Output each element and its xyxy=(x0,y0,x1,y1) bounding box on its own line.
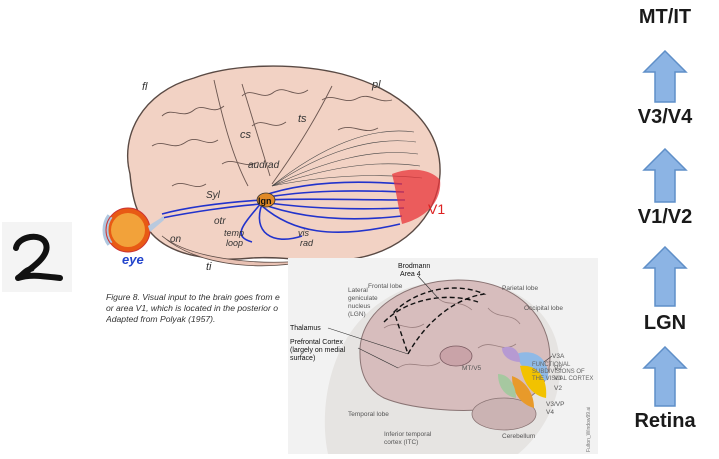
label-mt-v5: MT/V5 xyxy=(462,365,482,372)
label-on: on xyxy=(170,234,182,245)
label-subdivisions: SUBDIVISIONS OF xyxy=(532,369,585,375)
label-itc-2: cortex (ITC) xyxy=(384,439,418,446)
label-loop: loop xyxy=(226,238,243,248)
hierarchy-level-retina: Retina xyxy=(634,410,696,432)
brain-outline xyxy=(126,65,441,262)
label-v1: V1 xyxy=(554,375,562,382)
up-arrow-icon xyxy=(642,246,688,307)
label-v1: V1 xyxy=(428,201,445,217)
label-lgn-2: geniculate xyxy=(348,295,378,302)
hierarchy-level-mt-it: MT/IT xyxy=(638,6,692,28)
label-occipital-lobe: Occipital lobe xyxy=(524,305,563,312)
caption-line-3: Adapted from Polyak (1957). xyxy=(106,314,216,324)
caption-line-2: or area V1, which is located in the post… xyxy=(106,303,278,313)
label-pl: pl xyxy=(371,79,381,91)
label-v2-lower: V2 xyxy=(554,385,562,392)
v1-region xyxy=(392,169,441,224)
label-parietal-lobe: Parietal lobe xyxy=(502,285,539,292)
label-audrad: audrad xyxy=(248,160,280,171)
label-itc-1: Inferior temporal xyxy=(384,431,432,438)
up-arrow-icon xyxy=(642,346,688,407)
label-brodmann: Brodmann xyxy=(398,263,430,270)
label-vis: vis xyxy=(298,228,309,238)
label-functional: FUNCTIONAL xyxy=(532,362,571,368)
label-frontal-lobe: Frontal lobe xyxy=(368,283,403,290)
label-lgn-1: Lateral xyxy=(348,287,368,294)
handwritten-digit-image xyxy=(2,222,72,292)
label-pfc-2: (largely on medial xyxy=(290,347,346,354)
label-area-4: Area 4 xyxy=(400,271,421,278)
brain-visual-pathway-figure: fl pl cs ts audrad Syl lgn otr on temp l… xyxy=(102,56,462,296)
label-rad: rad xyxy=(300,238,314,248)
visual-cortex-subdivisions-figure: Frontal lobe Lateral geniculate nucleus … xyxy=(288,258,598,454)
hierarchy-level-v1-v2: V1/V2 xyxy=(637,206,693,228)
label-thalamus: Thalamus xyxy=(290,325,321,332)
label-otr: otr xyxy=(214,216,226,227)
lgn-nucleus xyxy=(256,192,276,208)
label-eye: eye xyxy=(122,252,144,267)
label-v2-upper: V2 xyxy=(554,365,562,372)
label-cs: cs xyxy=(240,129,252,141)
label-ts: ts xyxy=(298,113,307,125)
label-temp: temp xyxy=(224,228,244,238)
caption-line-1: Figure 8. Visual input to the brain goes… xyxy=(106,292,280,302)
up-arrow-icon xyxy=(642,148,688,203)
label-lgn-4: (LGN) xyxy=(348,311,366,318)
label-lgn: lgn xyxy=(258,196,272,206)
hierarchy-level-lgn: LGN xyxy=(643,312,687,334)
label-lgn-3: nucleus xyxy=(348,303,371,310)
hierarchy-level-v3-v4: V3/V4 xyxy=(637,106,693,128)
label-v4: V4 xyxy=(546,409,554,416)
label-v3a: V3A xyxy=(552,353,565,360)
label-ti: ti xyxy=(206,261,212,273)
label-temporal-lobe: Temporal lobe xyxy=(348,411,389,418)
label-pfc-3: surface) xyxy=(290,355,315,362)
eye-diagram xyxy=(102,207,164,253)
label-syl: Syl xyxy=(206,190,221,201)
up-arrow-icon xyxy=(642,50,688,103)
label-v3-vp: V3/VP xyxy=(546,401,564,408)
label-cerebellum: Cerebellum xyxy=(502,433,535,440)
figure-caption: Figure 8. Visual input to the brain goes… xyxy=(106,292,291,325)
label-pfc-1: Prefrontal Cortex xyxy=(290,339,343,346)
label-credit: Fulton_Window99.ai xyxy=(586,407,592,452)
label-visual-cortex: THE VISUAL CORTEX xyxy=(532,376,593,382)
label-fl: fl xyxy=(142,81,148,93)
